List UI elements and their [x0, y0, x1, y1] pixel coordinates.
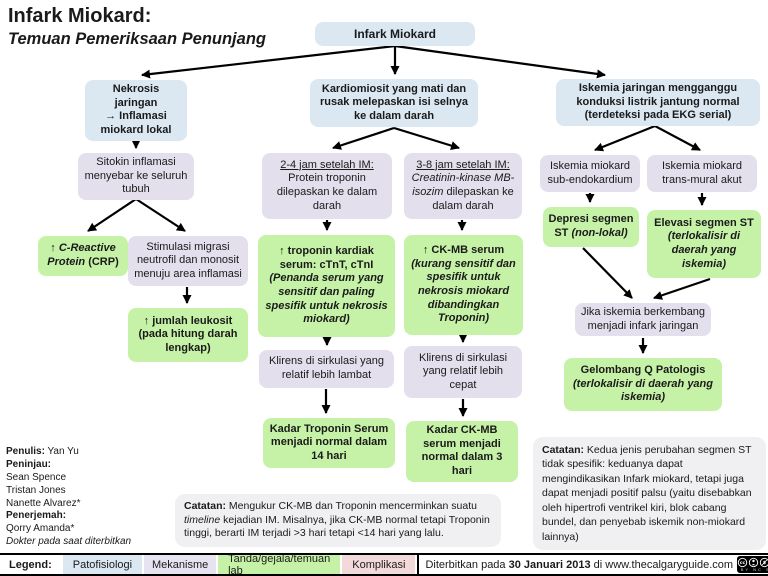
- node-nekrosis-jaringan: Nekrosis jaringan → Inflamasi miokard lo…: [85, 80, 187, 141]
- credit-footnote: Dokter pada saat diterbitkan: [6, 536, 132, 548]
- node-troponin-kardiak-serum: ↑ troponin kardiak serum: cTnT, cTnI (Pe…: [258, 235, 395, 337]
- jam38-enzyme: Creatinin-kinase MB-isozim: [411, 172, 515, 198]
- credit-reviewer: Nanette Alvarez*: [6, 497, 81, 509]
- crp-name: C-Reactive Protein: [47, 242, 116, 268]
- jam24-heading: 2-4 jam setelah IM:: [280, 158, 374, 171]
- node-kardiomiosit: Kardiomiosit yang mati dan rusak melepas…: [310, 79, 478, 127]
- author-label: Penulis:: [6, 446, 45, 457]
- legend-item-temuan-lab: Tanda/gejala/temuan lab: [218, 553, 341, 576]
- ckmb-note: (kurang sensitif dan spesifik untuk nekr…: [411, 257, 516, 325]
- publish-line: Diterbitkan pada 30 Januari 2013 di www.…: [417, 555, 733, 574]
- node-ckmb-serum: ↑ CK-MB serum (kurang sensitif dan spesi…: [404, 235, 523, 335]
- credit-reviewer: Sean Spence: [6, 471, 67, 483]
- troponin-note: (Penanda serum yang sensitif dan paling …: [265, 272, 388, 326]
- node-stimulasi-migrasi: Stimulasi migrasi neutrofil dan monosit …: [128, 236, 248, 286]
- crp-arrow: ↑: [50, 242, 59, 255]
- node-sitokin-inflamasi: Sitokin inflamasi menyebar ke seluruh tu…: [78, 153, 194, 200]
- node-depresi-segmen-st: Depresi segmen ST (non-lokal): [543, 207, 639, 247]
- depresi-heading: Depresi segmen ST: [548, 213, 634, 239]
- node-iskemia-jaringan: Iskemia jaringan mengganggu konduksi lis…: [556, 79, 760, 126]
- legend-label: Legend:: [9, 558, 52, 571]
- node-kadar-ckmb-normal: Kadar CK-MB serum menjadi normal dalam 3…: [406, 421, 518, 482]
- node-klirens-lambat: Klirens di sirkulasi yang relatif lebih …: [259, 350, 394, 388]
- credit-translator: Qorry Amanda*: [6, 523, 75, 535]
- svg-text:cc: cc: [740, 561, 746, 566]
- ckmb-heading: ↑ CK-MB serum: [422, 244, 505, 257]
- credit-author: Penulis: Yan Yu: [6, 446, 131, 459]
- jam24-body: Protein troponin dilepaskan ke dalam dar…: [276, 172, 378, 212]
- note-segmen-st-label: Catatan:: [542, 444, 585, 456]
- jam38-body: Creatinin-kinase MB-isozim dilepaskan ke…: [409, 172, 517, 213]
- elevasi-heading: Elevasi segmen ST: [654, 216, 754, 229]
- gelombang-heading: Gelombang Q Patologis: [580, 364, 706, 377]
- note-timeline-text-2: kejadian IM. Misalnya, jika CK-MB normal…: [184, 513, 490, 540]
- node-klirens-cepat: Klirens di sirkulasi yang relatif lebih …: [404, 346, 522, 398]
- node-jumlah-leukosit: ↑ jumlah leukosit (pada hitung darah len…: [128, 308, 248, 362]
- publish-url[interactable]: www.thecalgaryguide.com: [605, 558, 734, 571]
- cc-license-caption: BY NC SA: [740, 567, 768, 572]
- jam38-rest: dilepaskan ke dalam darah: [432, 186, 514, 212]
- node-infark-miokard: Infark Miokard: [315, 22, 475, 46]
- troponin-heading: ↑ troponin kardiak serum: cTnT, cTnI: [279, 245, 374, 271]
- jam38-heading: 3-8 jam setelah IM:: [416, 158, 510, 171]
- publish-date: 30 Januari 2013: [508, 558, 591, 571]
- page-title: Infark Miokard:: [8, 5, 152, 27]
- node-gelombang-q-patologis: Gelombang Q Patologis (terlokalisir di d…: [564, 358, 722, 411]
- note-segmen-st: Catatan: Kedua jenis perubahan segmen ST…: [533, 437, 766, 551]
- node-jika-iskemia-berkembang: Jika iskemia berkembang menjadi infark j…: [575, 303, 711, 337]
- node-c-reactive-protein: ↑ C-Reactive Protein (CRP): [38, 236, 128, 276]
- node-elevasi-segmen-st: Elevasi segmen ST (terlokalisir di daera…: [647, 210, 761, 278]
- legend-item-patofisiologi: Patofisiologi: [62, 555, 143, 574]
- author-name: Yan Yu: [44, 446, 79, 457]
- svg-text:$: $: [763, 560, 766, 566]
- depresi-note: (non-lokal): [571, 227, 628, 239]
- gelombang-note: (terlokalisir di daerah yang iskemia): [573, 377, 713, 404]
- note-timeline-label: Catatan:: [184, 500, 227, 512]
- note-timeline: Catatan: Mengukur CK-MB dan Troponin men…: [175, 494, 501, 547]
- node-2-4-jam-setelah-im: 2-4 jam setelah IM: Protein troponin dil…: [262, 153, 392, 219]
- cc-license-icons: cc $: [737, 557, 768, 568]
- crp-abbrev: (CRP): [85, 256, 119, 268]
- publish-mid: di: [590, 558, 606, 571]
- credit-reviewers-label: Peninjau:: [6, 459, 131, 472]
- note-segmen-st-text: Kedua jenis perubahan segmen ST tidak sp…: [542, 444, 752, 543]
- legend-item-komplikasi: Komplikasi: [342, 555, 416, 574]
- node-iskemia-sub-endokardium: Iskemia miokard sub-endokardium: [540, 155, 640, 192]
- publish-prefix: Diterbitkan pada: [425, 558, 509, 571]
- credit-reviewer: Tristan Jones: [6, 484, 66, 496]
- credits-block: Penulis: Yan Yu Peninjau: Sean Spence Tr…: [6, 446, 131, 549]
- node-kadar-troponin-normal: Kadar Troponin Serum menjadi normal dala…: [263, 418, 395, 468]
- elevasi-note: (terlokalisir di daerah yang iskemia): [667, 230, 741, 270]
- translator-label: Penerjemah:: [6, 510, 67, 522]
- note-timeline-italic: timeline: [184, 513, 221, 526]
- node-iskemia-trans-mural: Iskemia miokard trans-mural akut: [647, 155, 757, 192]
- note-timeline-text-1: Mengukur CK-MB dan Troponin mencerminkan…: [226, 500, 477, 512]
- reviewers-label: Peninjau:: [6, 458, 52, 470]
- credit-translator-label: Penerjemah:: [6, 510, 131, 523]
- legend-item-mekanisme: Mekanisme: [144, 555, 217, 574]
- cc-license-badge[interactable]: cc $ BY NC SA: [737, 556, 768, 573]
- page-subtitle: Temuan Pemeriksaan Penunjang: [8, 30, 266, 48]
- legend-bar: Legend: Patofisiologi Mekanisme Tanda/ge…: [0, 553, 768, 576]
- node-3-8-jam-setelah-im: 3-8 jam setelah IM: Creatinin-kinase MB-…: [404, 153, 522, 219]
